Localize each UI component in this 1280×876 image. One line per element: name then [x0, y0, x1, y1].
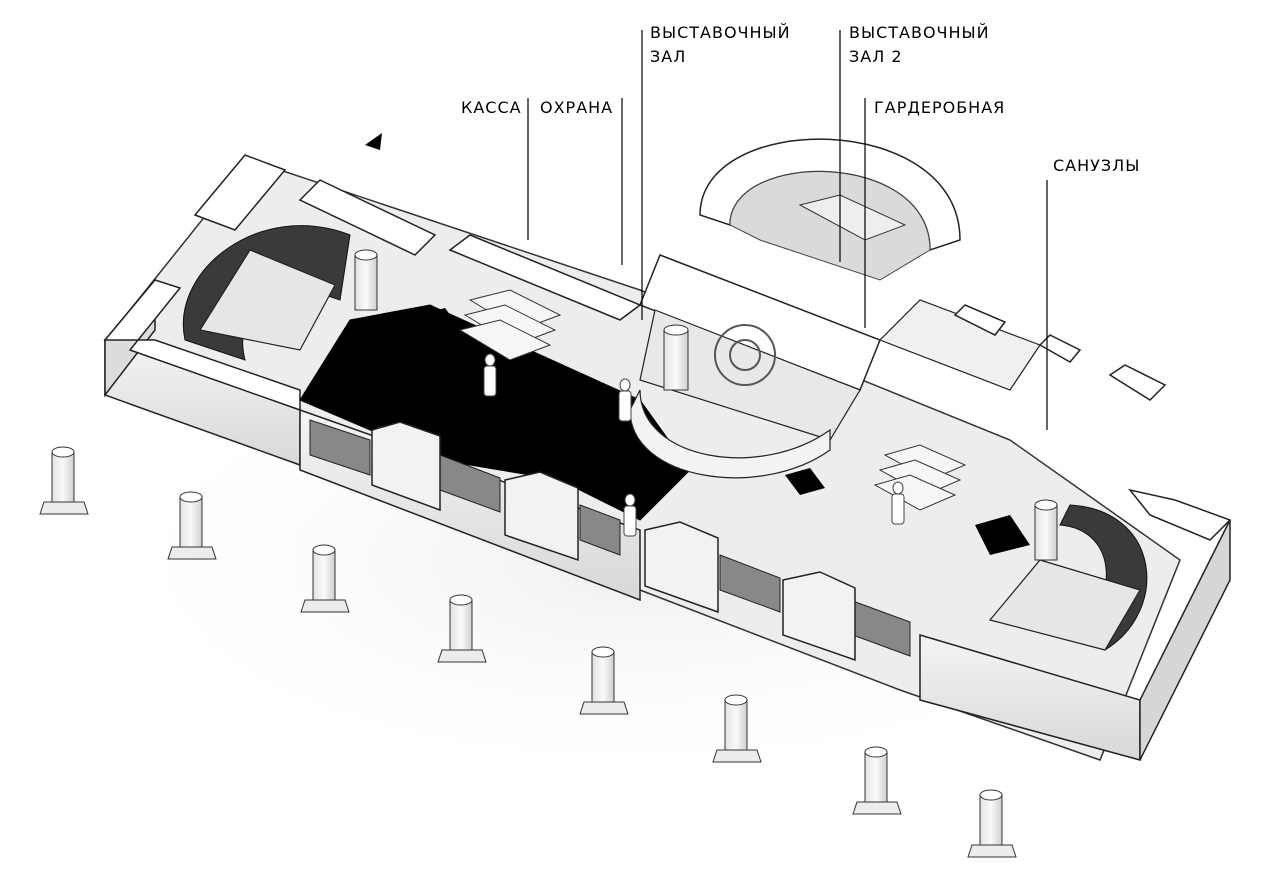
right-black-floor: [975, 515, 1030, 555]
exterior-column: [39, 446, 89, 515]
hall-2-interior: [729, 171, 931, 281]
exterior-column: [712, 694, 762, 763]
right-round-hall-platform: [988, 559, 1141, 651]
exterior-column: [852, 746, 902, 815]
exterior-column: [579, 646, 629, 715]
center-black-tile-2: [420, 308, 460, 336]
exterior-column: [437, 594, 487, 663]
label-okhrana: ОХРАНА: [540, 98, 614, 117]
left-wing-top: [103, 279, 301, 412]
leader-lines: [527, 30, 1048, 430]
exterior-columns: [39, 446, 1017, 858]
spiral-staircase: [714, 324, 776, 386]
left-back-wall-2: [298, 179, 437, 256]
exterior-column: [967, 789, 1017, 858]
right-service-walls: [953, 304, 1167, 401]
center-black-tile-1: [785, 468, 825, 495]
label-exhibition-hall-2: ВЫСТАВОЧНЫЙ ЗАЛ 2: [849, 23, 990, 66]
front-windows: [309, 419, 911, 657]
hall-2-platform: [798, 194, 907, 241]
front-pilasters: [371, 421, 856, 662]
human-figures: [483, 353, 905, 537]
left-back-wall-top: [193, 154, 287, 231]
exterior-column: [300, 544, 350, 613]
left-round-hall-platform: [199, 249, 336, 351]
label-exhibition-hall: ВЫСТАВОЧНЫЙ ЗАЛ: [650, 23, 791, 66]
label-kassa: КАССА: [461, 98, 522, 117]
exterior-column: [167, 491, 217, 560]
right-wing-side-wall: [1139, 519, 1231, 761]
curved-counter: [629, 389, 831, 479]
central-stairs: [458, 289, 562, 361]
interior-columns: [354, 249, 1058, 561]
label-sanuzly: САНУЗЛЫ: [1053, 156, 1141, 175]
north-arrow-icon: [365, 133, 382, 150]
label-garderob: ГАРДЕРОБНАЯ: [874, 98, 1006, 117]
right-wing-top: [1128, 488, 1232, 541]
